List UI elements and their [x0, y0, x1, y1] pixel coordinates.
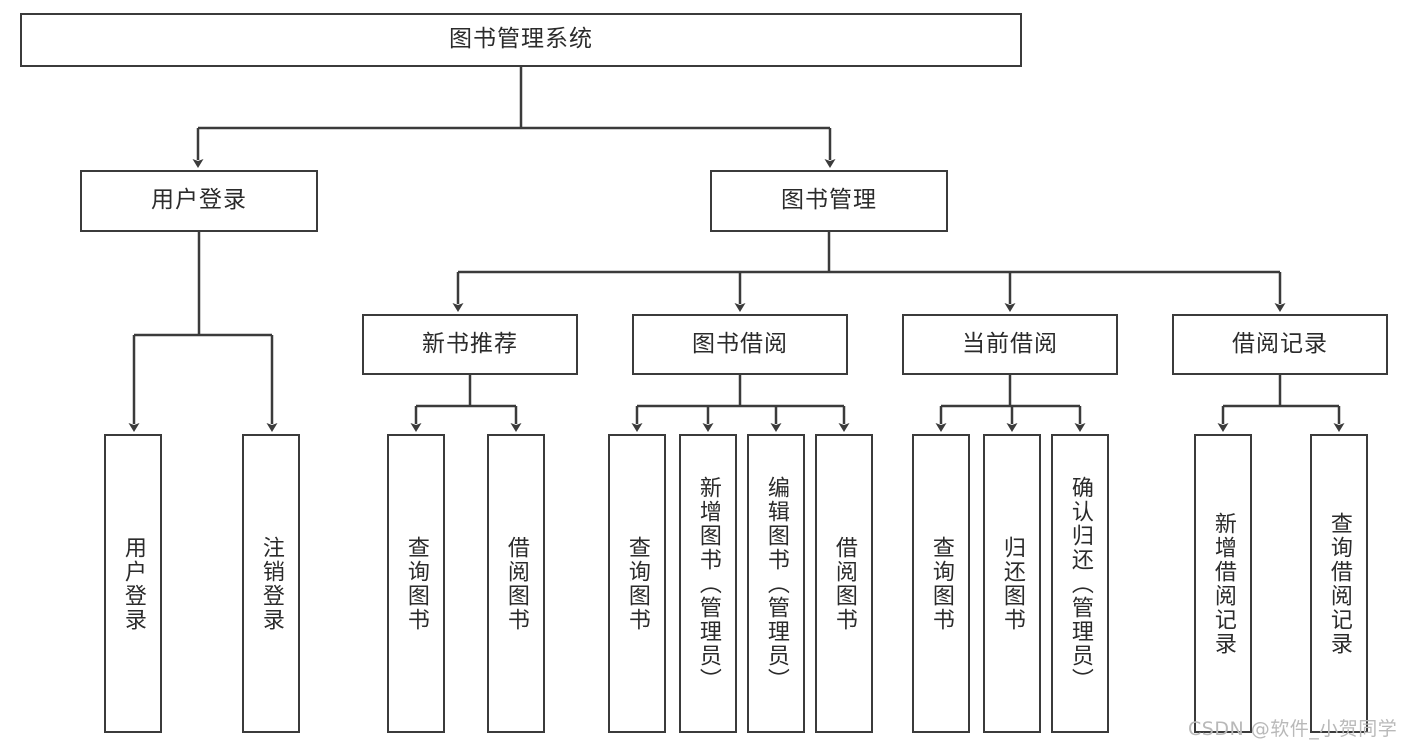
node-root[interactable]: 图书管理系统: [20, 13, 1022, 67]
node-leaf-query-book-bb[interactable]: 查询图书: [608, 434, 666, 733]
node-borrow-record[interactable]: 借阅记录: [1172, 314, 1388, 375]
node-book-manage[interactable]: 图书管理: [710, 170, 948, 232]
node-leaf-query-borrow-record[interactable]: 查询借阅记录: [1310, 434, 1368, 733]
node-leaf-edit-book[interactable]: 编辑图书（管理员）: [747, 434, 805, 733]
node-current-borrow-label: 当前借阅: [962, 330, 1058, 357]
node-user-login-label: 用户登录: [151, 187, 247, 214]
node-leaf-borrow-book-bb-label: 借阅图书: [831, 535, 857, 632]
node-leaf-user-login-label: 用户登录: [120, 535, 146, 632]
node-leaf-confirm-return-label: 确认归还（管理员）: [1067, 475, 1093, 692]
node-leaf-borrow-book-rec-label: 借阅图书: [503, 535, 529, 632]
node-new-book-rec[interactable]: 新书推荐: [362, 314, 578, 375]
node-user-login[interactable]: 用户登录: [80, 170, 318, 232]
node-leaf-edit-book-label: 编辑图书（管理员）: [763, 475, 789, 692]
node-leaf-add-borrow-record[interactable]: 新增借阅记录: [1194, 434, 1252, 733]
node-leaf-user-logout-label: 注销登录: [258, 535, 284, 632]
node-leaf-borrow-book-rec[interactable]: 借阅图书: [487, 434, 545, 733]
node-leaf-add-borrow-record-label: 新增借阅记录: [1210, 511, 1236, 656]
node-leaf-query-book-bb-label: 查询图书: [624, 535, 650, 632]
node-leaf-query-book-cb[interactable]: 查询图书: [912, 434, 970, 733]
node-leaf-confirm-return[interactable]: 确认归还（管理员）: [1051, 434, 1109, 733]
node-leaf-query-book-cb-label: 查询图书: [928, 535, 954, 632]
node-leaf-return-book[interactable]: 归还图书: [983, 434, 1041, 733]
node-book-manage-label: 图书管理: [781, 187, 877, 214]
node-leaf-query-book-rec-label: 查询图书: [403, 535, 429, 632]
node-leaf-user-login[interactable]: 用户登录: [104, 434, 162, 733]
node-book-borrow[interactable]: 图书借阅: [632, 314, 848, 375]
node-leaf-query-borrow-record-label: 查询借阅记录: [1326, 511, 1352, 656]
node-new-book-rec-label: 新书推荐: [422, 330, 518, 357]
node-book-borrow-label: 图书借阅: [692, 330, 788, 357]
node-leaf-user-logout[interactable]: 注销登录: [242, 434, 300, 733]
node-leaf-return-book-label: 归还图书: [999, 535, 1025, 632]
node-leaf-query-book-rec[interactable]: 查询图书: [387, 434, 445, 733]
node-current-borrow[interactable]: 当前借阅: [902, 314, 1118, 375]
node-leaf-borrow-book-bb[interactable]: 借阅图书: [815, 434, 873, 733]
csdn-watermark: CSDN @软件_小贺同学: [1188, 718, 1398, 740]
node-root-label: 图书管理系统: [449, 26, 593, 53]
node-borrow-record-label: 借阅记录: [1232, 330, 1328, 357]
node-leaf-add-book[interactable]: 新增图书（管理员）: [679, 434, 737, 733]
node-leaf-add-book-label: 新增图书（管理员）: [695, 475, 721, 692]
